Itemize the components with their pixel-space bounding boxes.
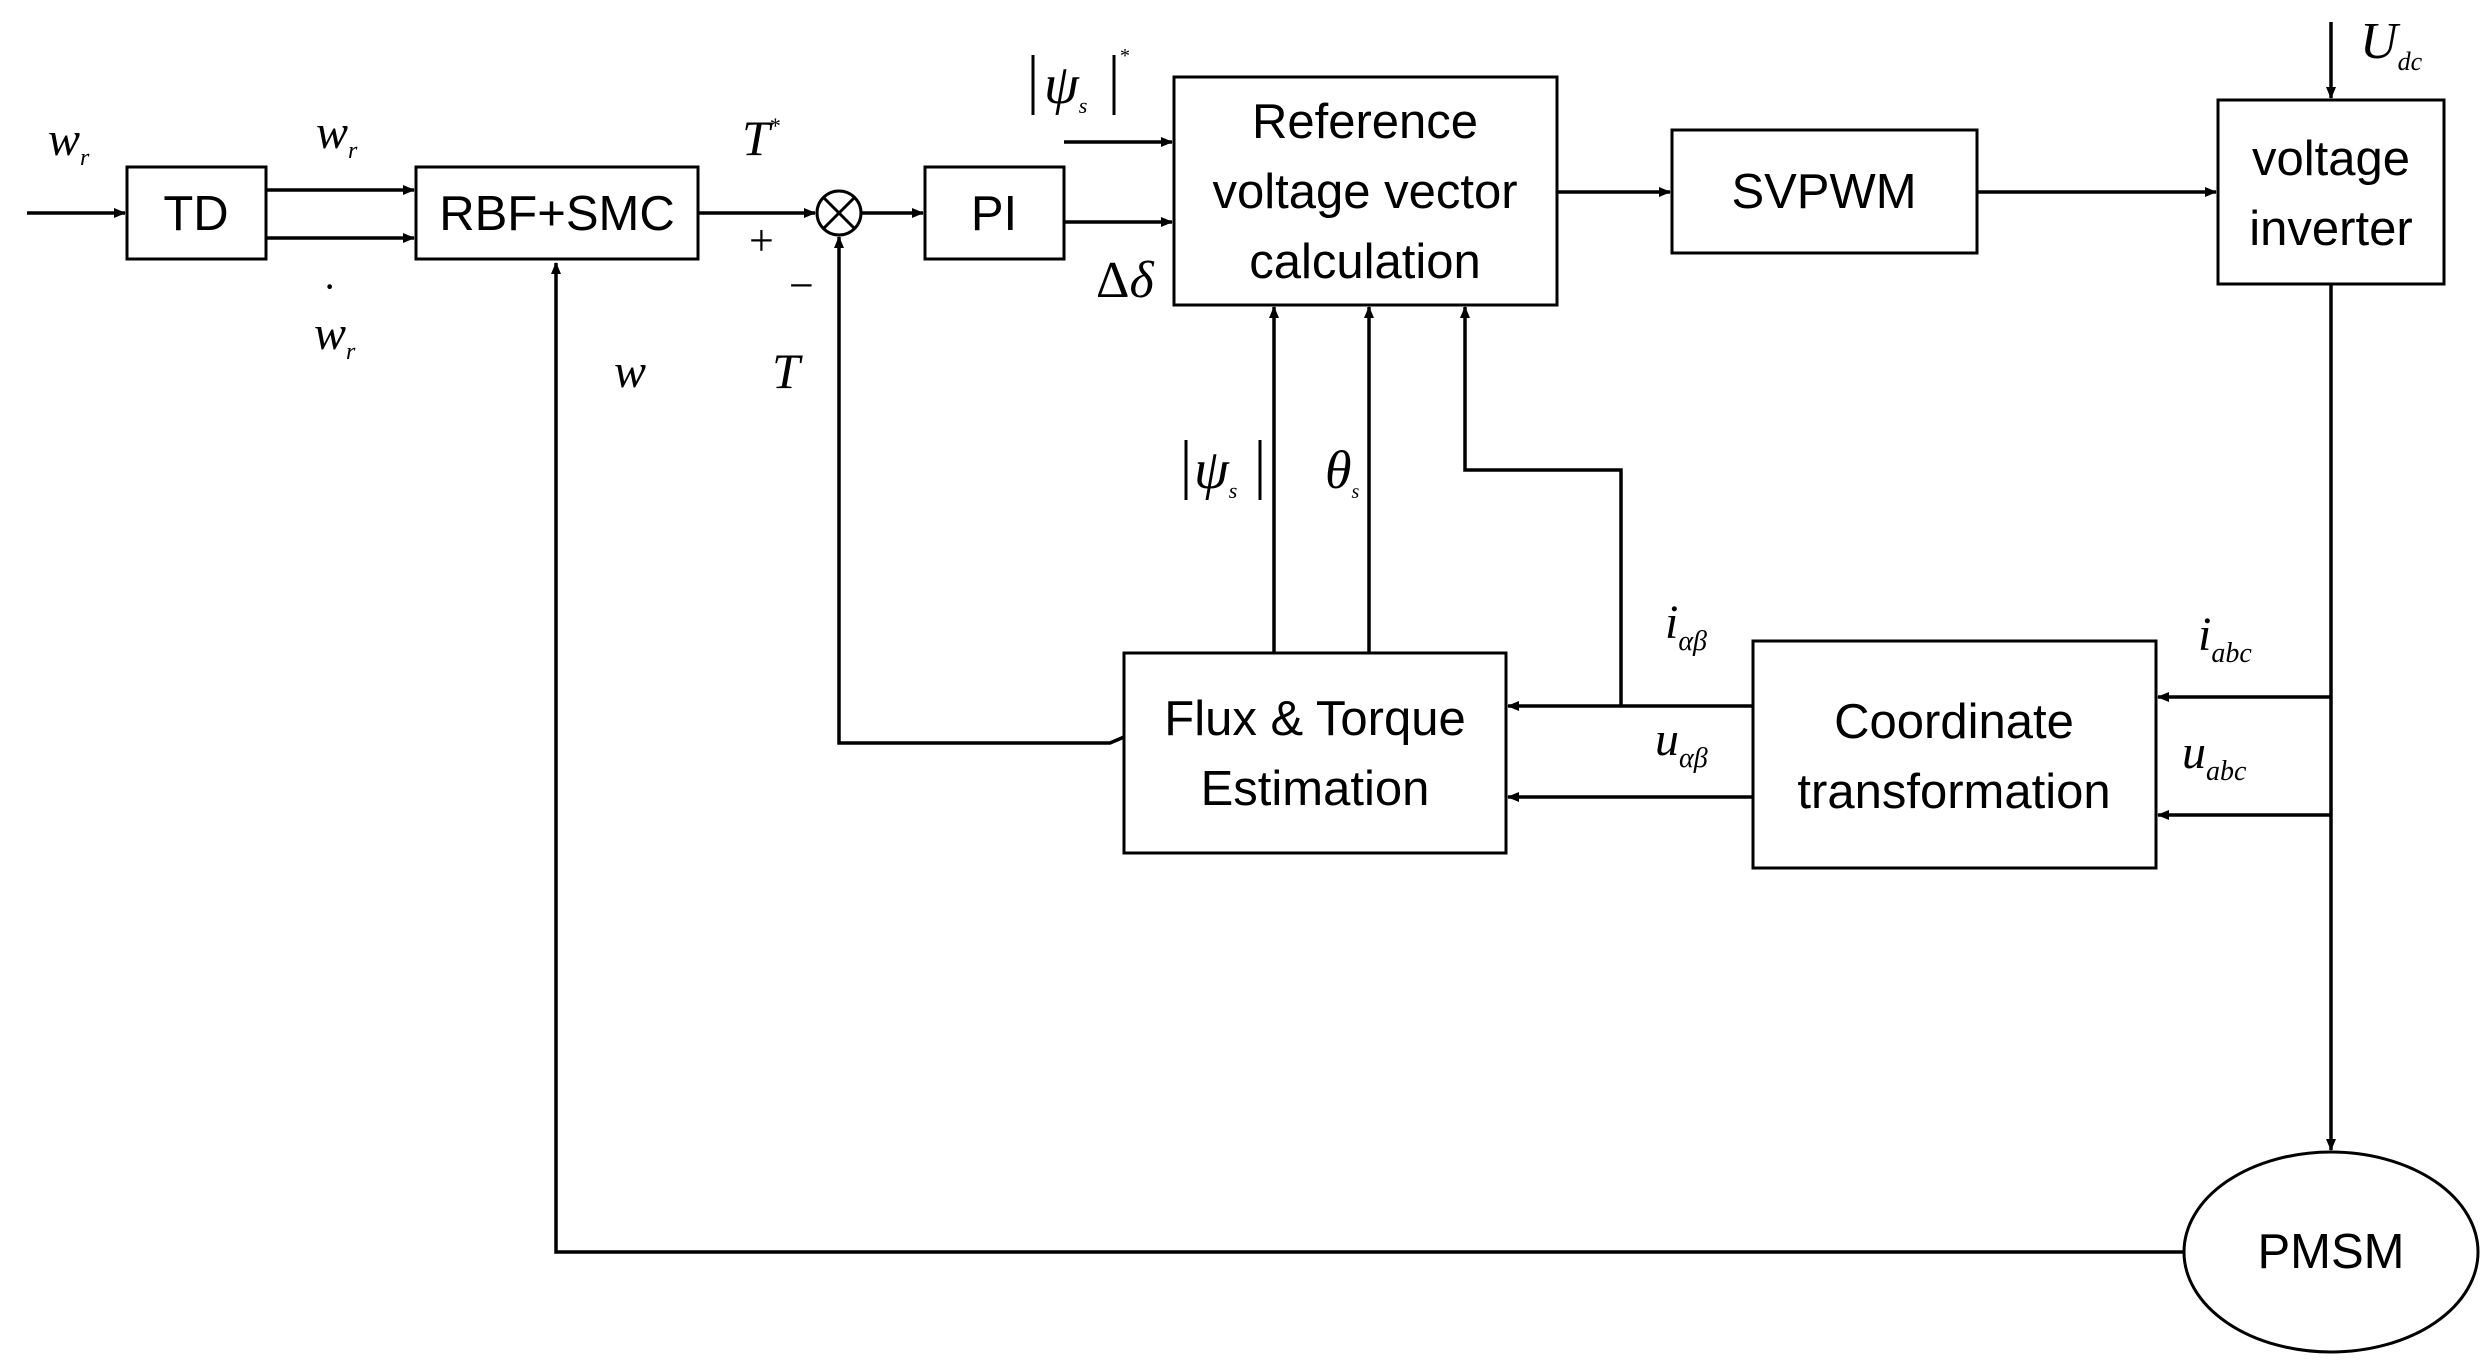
flux-line-2: Estimation	[1201, 762, 1430, 816]
coordinate-transformation-block: Coordinate transformation	[1751, 639, 2158, 870]
i-abc-label: iabc	[2198, 608, 2252, 669]
speed-feedback-arrow	[551, 262, 2184, 1254]
minus-sign: −	[789, 261, 814, 310]
w-feedback-label: w	[614, 345, 646, 398]
ref-line-1: Reference	[1252, 95, 1478, 149]
delta-label: Δδ	[1096, 252, 1154, 309]
pmsm-motor: PMSM	[2182, 1150, 2480, 1354]
ref-line-3: calculation	[1249, 235, 1481, 289]
rbf-smc-label: RBF+SMC	[439, 187, 675, 241]
theta-s-label: θs	[1325, 440, 1360, 503]
wr-dot-mark: ·	[323, 264, 336, 309]
t-est-label: T	[772, 343, 803, 399]
ref-line-2: voltage vector	[1212, 165, 1517, 219]
pi-label: PI	[971, 187, 1017, 241]
udc-label: Udc	[2360, 13, 2423, 76]
inverter-line-1: voltage	[2252, 132, 2410, 186]
i-ab-to-ref-arrow	[1460, 306, 1623, 706]
flux-torque-estimation-block: Flux & Torque Estimation	[1122, 651, 1508, 855]
plus-sign: +	[749, 216, 774, 265]
psi-s-label: ψs	[1184, 439, 1262, 503]
pmsm-label: PMSM	[2258, 1225, 2405, 1279]
u-ab-label: uαβ	[1655, 713, 1708, 774]
coord-line-1: Coordinate	[1834, 695, 2074, 749]
svpwm-block: SVPWM	[1670, 128, 1979, 255]
voltage-inverter-block: voltage inverter	[2216, 98, 2446, 286]
coord-line-2: transformation	[1797, 765, 2110, 819]
rbf-smc-block: RBF+SMC	[414, 165, 700, 261]
svg-text:ψs: ψs	[1194, 439, 1237, 503]
i-ab-label: iαβ	[1665, 596, 1707, 657]
wr-input-label: wr	[48, 113, 90, 171]
torque-feedback-arrow	[834, 236, 1125, 745]
wr-dot-label: wr	[314, 307, 356, 365]
svg-text:ψs: ψs	[1044, 54, 1087, 118]
t-ref-label: T*	[742, 110, 781, 166]
td-label: TD	[163, 187, 228, 241]
summing-junction	[815, 189, 863, 237]
td-block: TD	[125, 165, 268, 261]
pi-block: PI	[923, 165, 1066, 261]
u-abc-label: uabc	[2182, 726, 2247, 787]
signal-labels: wr wr · wr w T* T + − Δδ ψs * ψs	[48, 13, 2423, 787]
psi-ref-label: ψs *	[1031, 45, 1130, 118]
wr-output-label: wr	[316, 106, 358, 164]
flux-line-1: Flux & Torque	[1164, 692, 1465, 746]
svpwm-label: SVPWM	[1731, 165, 1916, 219]
connections	[27, 22, 2336, 1254]
inverter-line-2: inverter	[2249, 202, 2412, 256]
reference-voltage-vector-block: Reference voltage vector calculation	[1172, 75, 1559, 307]
svg-text:*: *	[1120, 45, 1130, 67]
